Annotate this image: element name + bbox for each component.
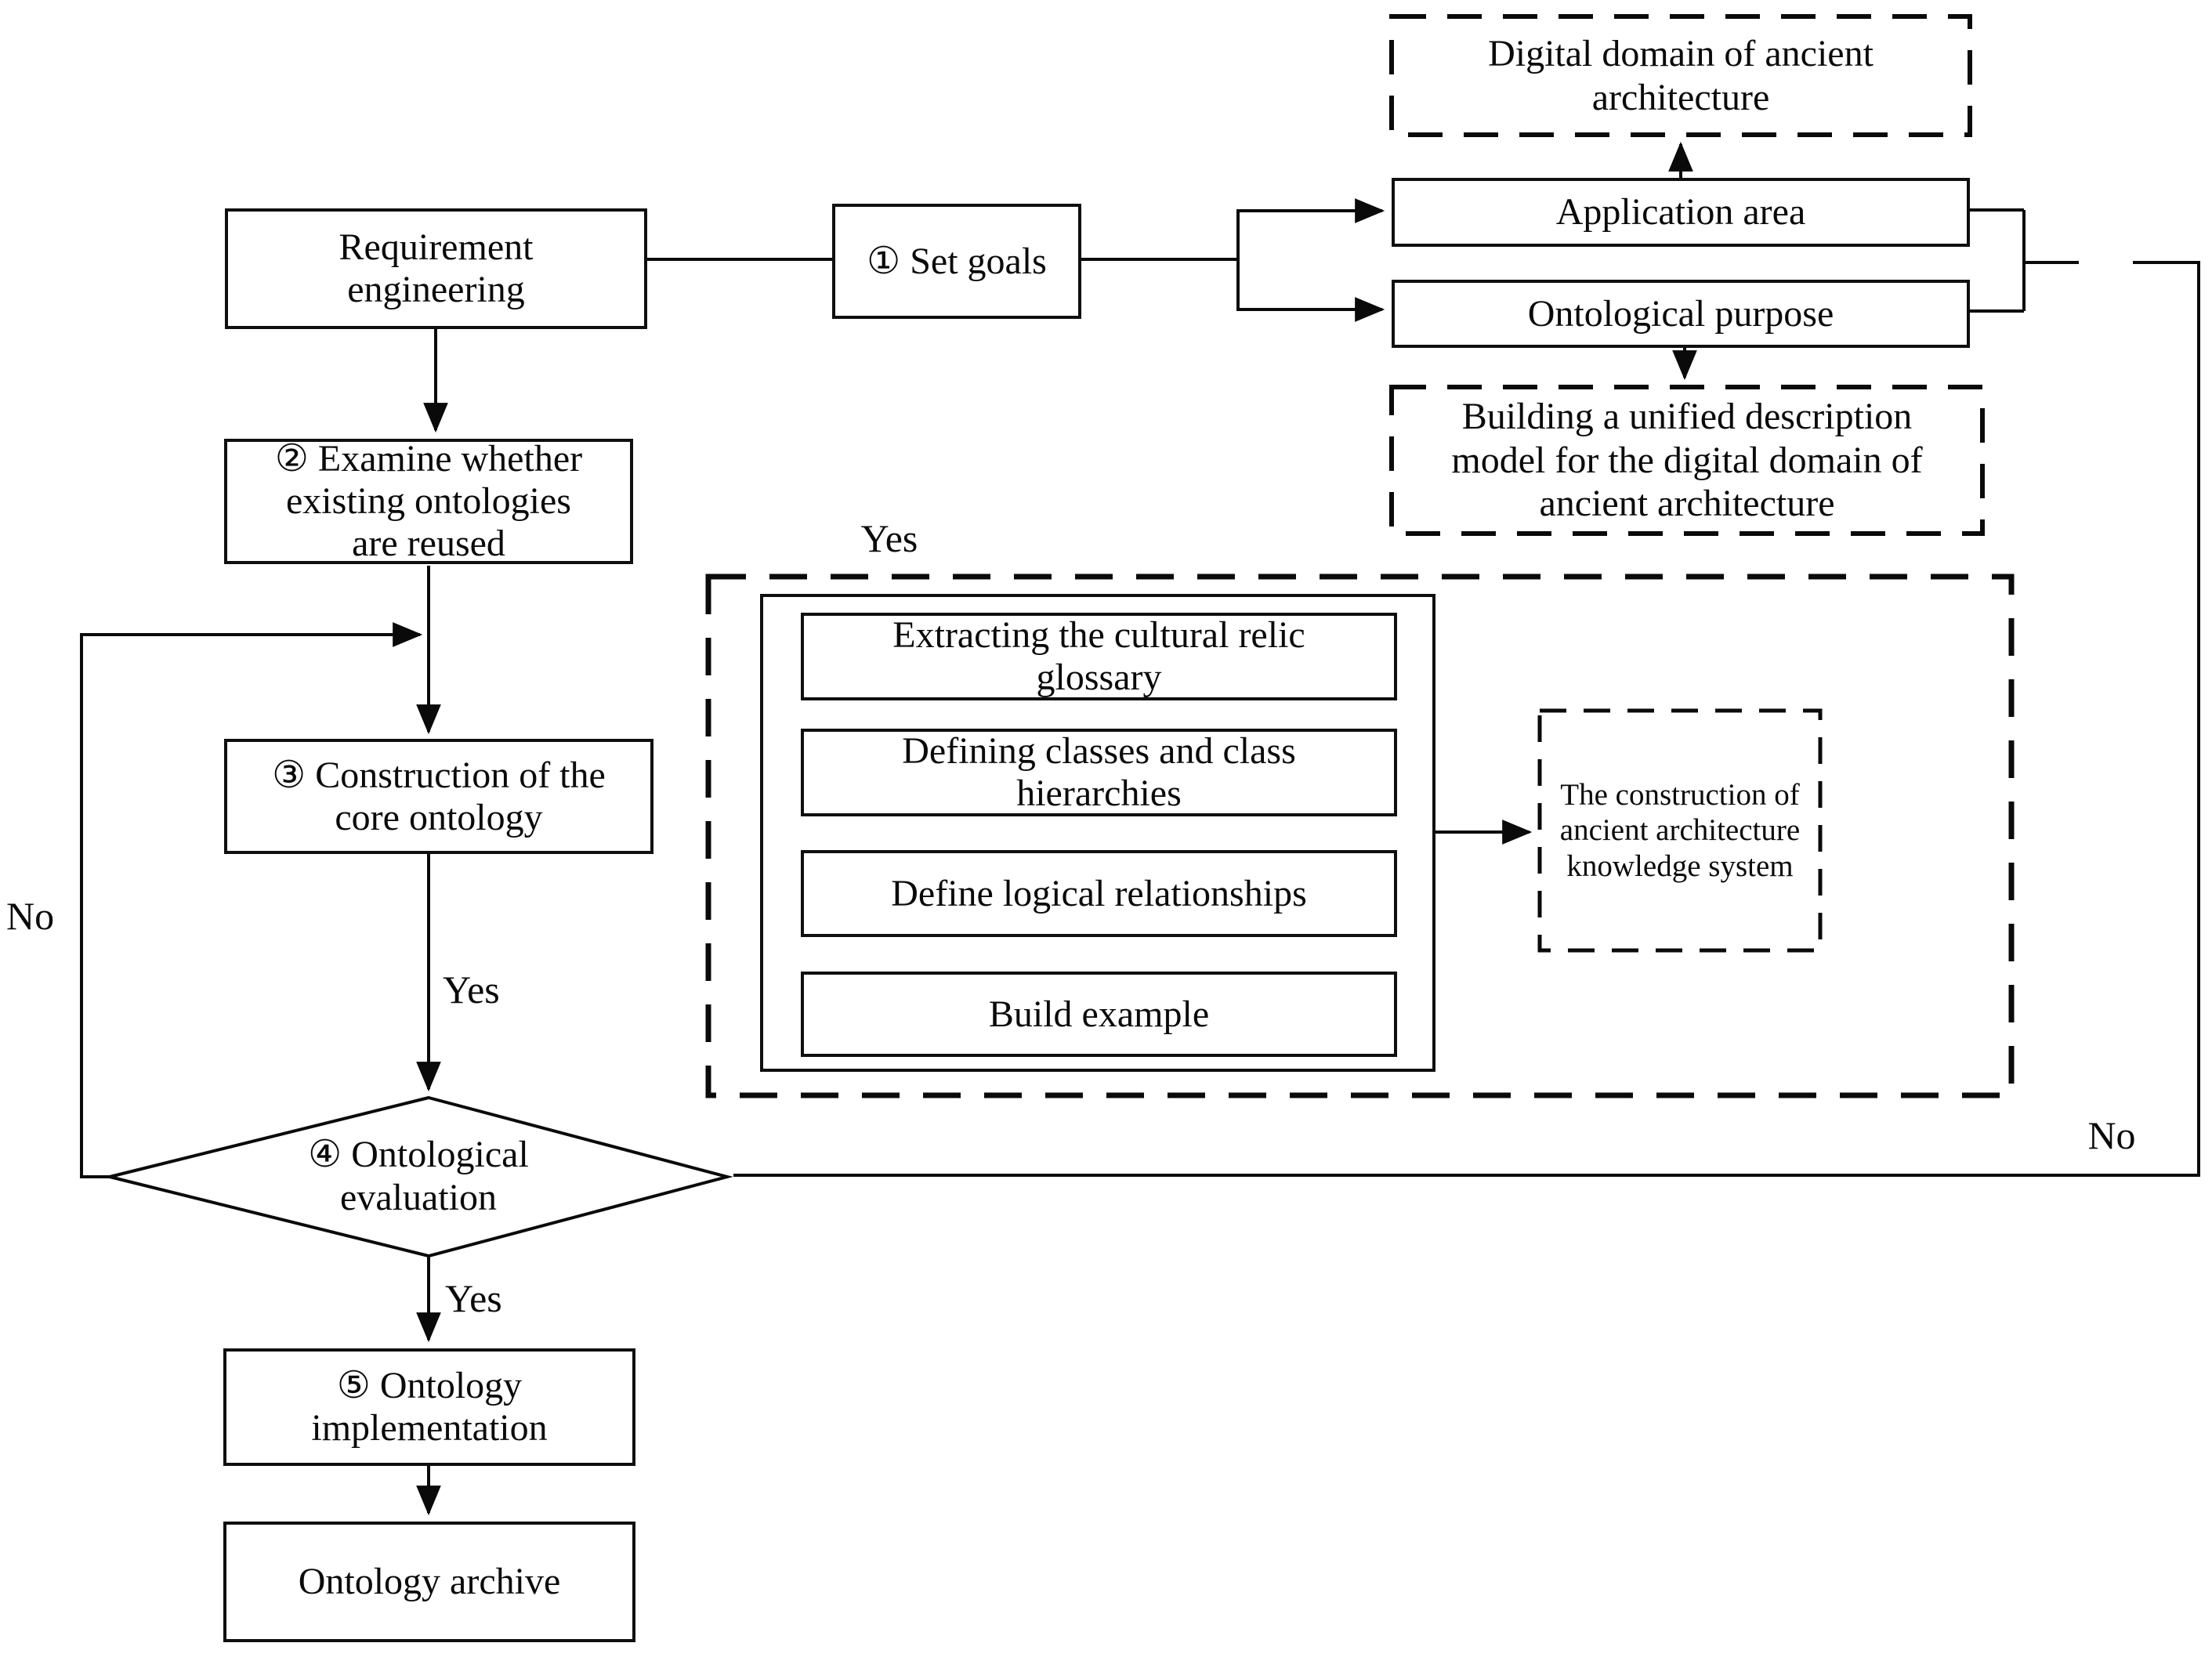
- node-build-example: Build example: [801, 972, 1397, 1057]
- node-ontological-purpose: Ontological purpose: [1392, 280, 1970, 348]
- node-knowledge-system: The construction of ancient architecture…: [1541, 718, 1819, 943]
- edge-label-no-right: No: [2087, 1113, 2136, 1157]
- node-requirement-engineering: Requirement engineering: [225, 208, 647, 329]
- node-core-ontology: ③ Construction of the core ontology: [224, 739, 653, 854]
- node-ontology-implementation: ⑤ Ontology implementation: [223, 1348, 635, 1466]
- knowledge-system-dashed-box: [1537, 708, 1823, 953]
- building-model-dashed-box: [1389, 385, 1985, 536]
- node-core-ontology-label: ③ Construction of the core ontology: [272, 754, 606, 838]
- node-examine-reuse: ② Examine whether existing ontologies ar…: [224, 438, 633, 564]
- node-ontological-purpose-label: Ontological purpose: [1527, 292, 1834, 335]
- node-application-area: Application area: [1392, 178, 1970, 247]
- node-extract-glossary: Extracting the cultural relic glossary: [801, 613, 1397, 700]
- node-knowledge-system-label: The construction of ancient architecture…: [1559, 778, 1801, 883]
- node-ontology-archive: Ontology archive: [223, 1522, 635, 1642]
- node-build-example-label: Build example: [988, 993, 1210, 1035]
- edge-label-yes-to-implementation: Yes: [445, 1276, 502, 1320]
- node-logical-relationships-label: Define logical relationships: [891, 872, 1307, 914]
- node-application-area-label: Application area: [1555, 191, 1806, 233]
- node-defining-classes-label: Defining classes and class hierarchies: [902, 730, 1296, 814]
- node-set-goals-label: ① Set goals: [867, 240, 1047, 282]
- node-ontological-evaluation-label: ④ Ontological evaluation: [308, 1134, 529, 1218]
- node-set-goals: ① Set goals: [832, 204, 1081, 319]
- node-ontology-implementation-label: ⑤ Ontology implementation: [311, 1365, 548, 1449]
- node-digital-domain: Digital domain of ancient architecture: [1399, 24, 1962, 127]
- construction-steps-dashed-container: [705, 574, 2015, 1098]
- node-examine-reuse-label: ② Examine whether existing ontologies ar…: [274, 438, 583, 564]
- edge-label-yes-container: Yes: [860, 516, 918, 560]
- node-extract-glossary-label: Extracting the cultural relic glossary: [892, 614, 1305, 698]
- construction-steps-inner-container: [760, 594, 1435, 1072]
- node-building-model-label: Building a unified description model for…: [1451, 396, 1923, 525]
- digital-domain-dashed-box: [1389, 14, 1972, 137]
- node-ontology-archive-label: Ontology archive: [298, 1561, 561, 1603]
- node-logical-relationships: Define logical relationships: [801, 850, 1397, 937]
- node-building-model: Building a unified description model for…: [1399, 395, 1975, 526]
- node-requirement-engineering-label: Requirement engineering: [338, 226, 534, 310]
- node-digital-domain-label: Digital domain of ancient architecture: [1488, 32, 1874, 118]
- edge-label-yes-to-evaluation: Yes: [443, 968, 500, 1011]
- node-defining-classes: Defining classes and class hierarchies: [801, 729, 1397, 816]
- edge-label-no-left: No: [6, 894, 55, 938]
- decision-diamond: [109, 1095, 733, 1258]
- node-ontological-evaluation: ④ Ontological evaluation: [254, 1120, 583, 1233]
